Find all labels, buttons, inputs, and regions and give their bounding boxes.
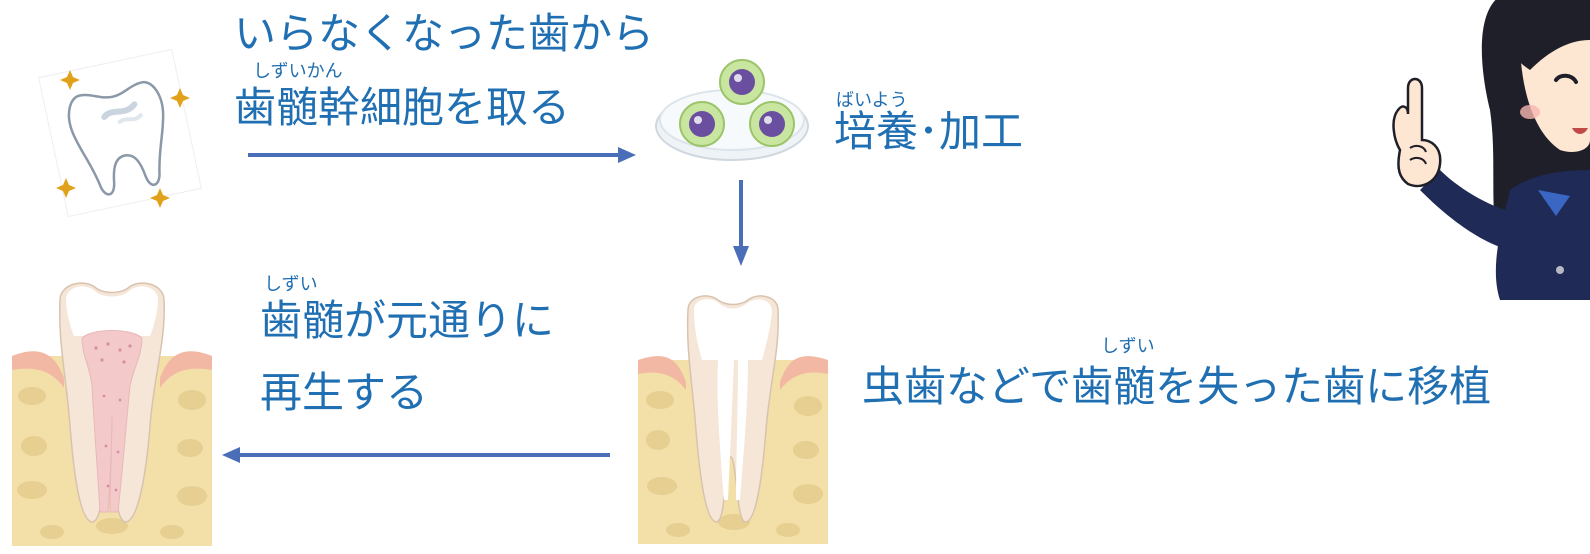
step3-label: 虫歯などで歯髄を失った歯に移植 (862, 362, 1492, 411)
tooth-cross-section-regenerated-pulp (12, 282, 212, 546)
step4-line2: 再生する (260, 368, 429, 417)
step1-line2: 歯髄幹細胞を取る (234, 83, 571, 132)
extracted-tooth-card (38, 48, 202, 218)
sparkling-tooth-icon (38, 48, 202, 218)
petri-dish-cells-icon (655, 59, 809, 161)
tooth-cross-section-empty-pulp (638, 295, 828, 544)
step4-line1: 歯髄が元通りに (260, 296, 555, 345)
arrow-down (733, 180, 749, 266)
step2-label: 培養･加工 (834, 107, 1024, 156)
step1-ruby: しずいかん (253, 61, 343, 82)
arrow-left (222, 447, 610, 463)
step3-ruby: しずい (1101, 336, 1155, 357)
step2-ruby: ばいよう (836, 90, 908, 111)
step4-ruby: しずい (264, 274, 318, 295)
arrow-right-1 (248, 147, 636, 163)
presenter-girl-icon (1392, 0, 1590, 300)
step1-line1: いらなくなった歯から (234, 9, 655, 58)
